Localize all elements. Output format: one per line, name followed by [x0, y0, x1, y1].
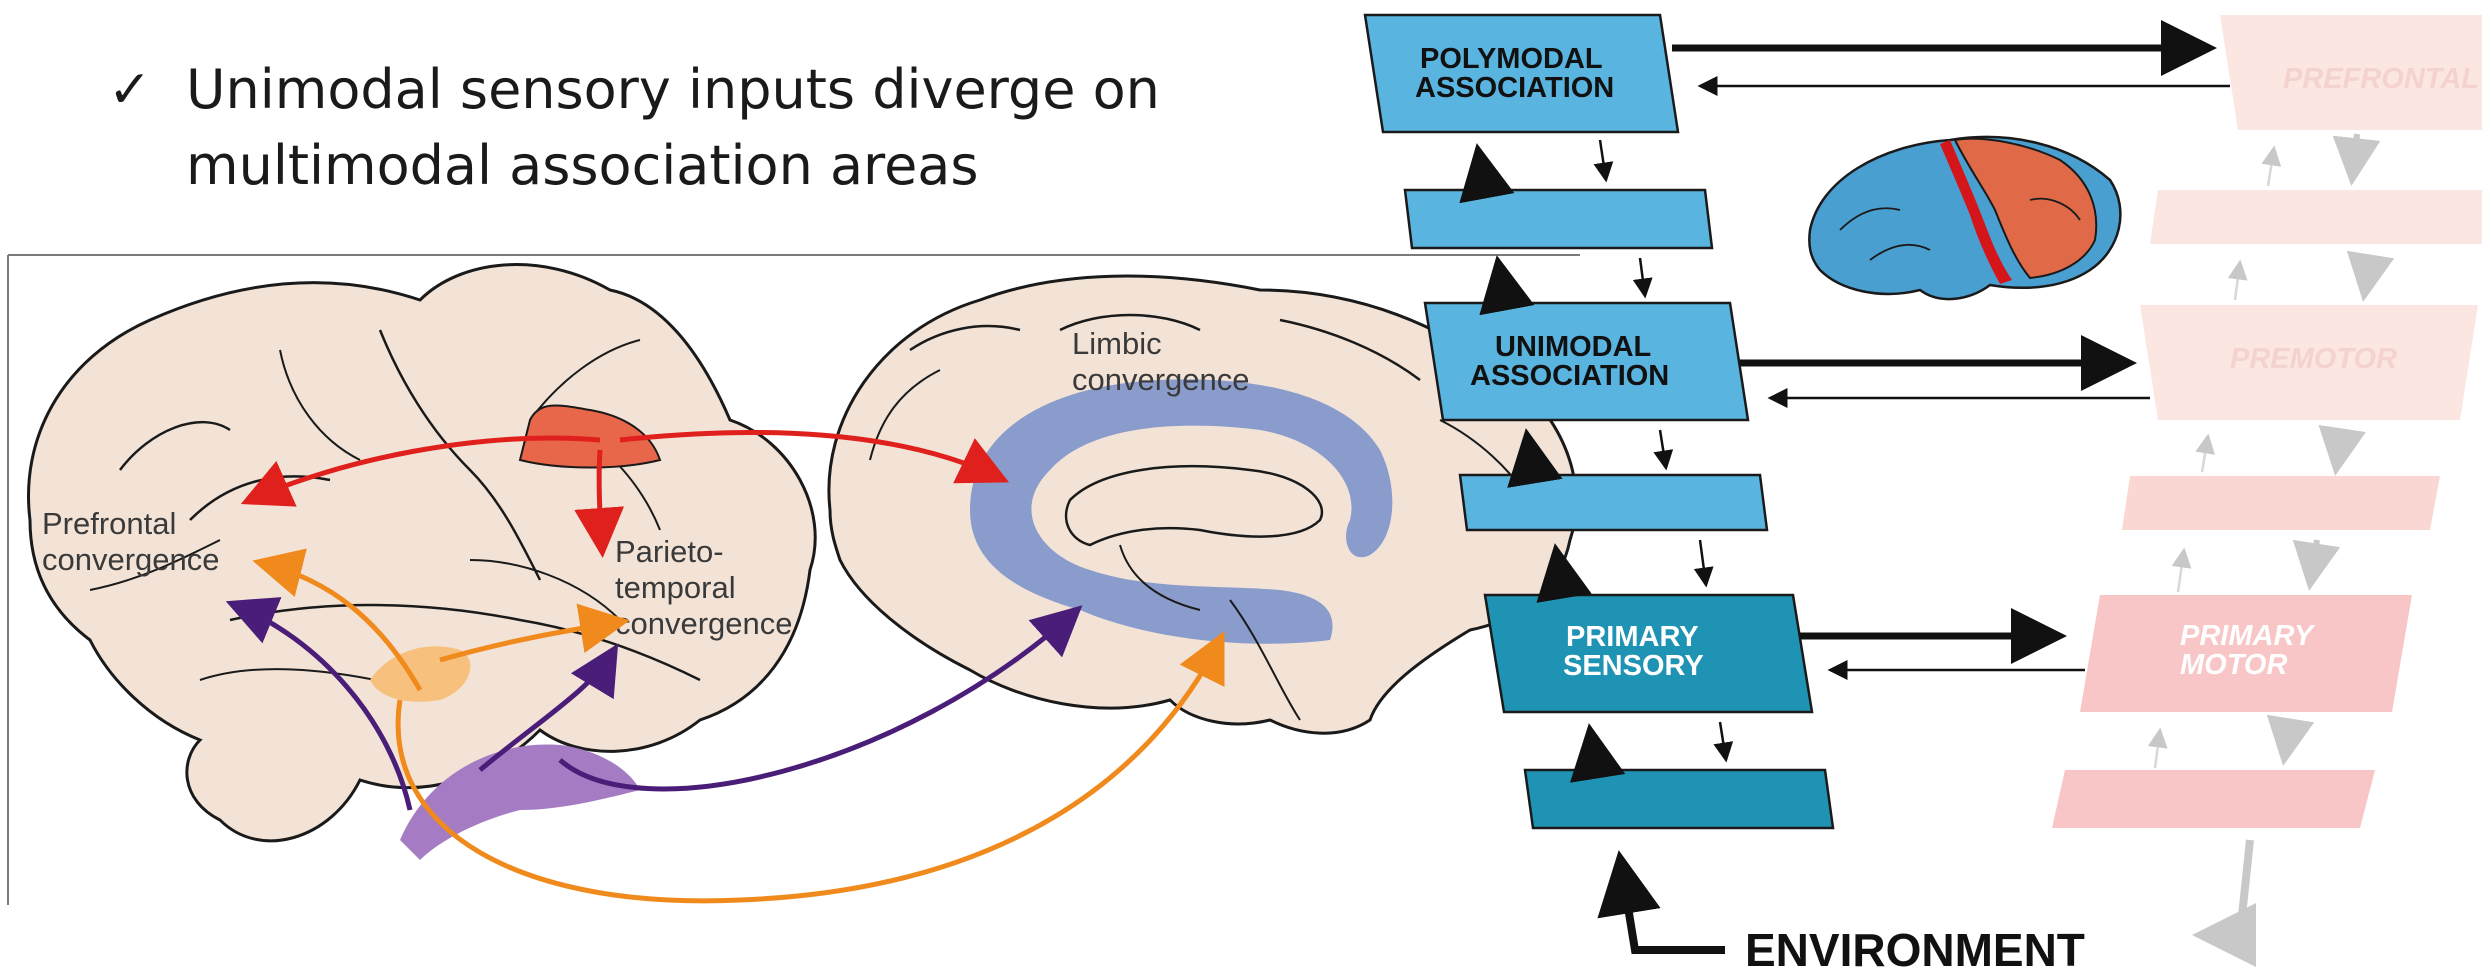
motor-hierarchy: PREFRONTAL PREMOTOR PRIMARY MOTOR [2052, 15, 2482, 828]
environment-to-sensory-arrow [1620, 858, 1725, 950]
prefrontal-label: PREFRONTAL [2283, 63, 2479, 95]
primary-motor-label-line1: PRIMARY [2180, 620, 2316, 652]
motor-connector-box-2 [2122, 476, 2440, 530]
primary-connector-box [1525, 770, 1833, 828]
motor-connector-box-3 [2052, 770, 2375, 828]
unimodal-label-line1: UNIMODAL [1495, 331, 1651, 363]
primary-motor-label-line2: MOTOR [2180, 649, 2287, 681]
polymodal-label-line1: POLYMODAL [1420, 43, 1603, 75]
unimodal-connector-box-bottom [1460, 475, 1767, 530]
primary-sensory-label-line1: PRIMARY [1566, 621, 1699, 653]
label-prefrontal-line2: convergence [42, 542, 220, 577]
premotor-label: PREMOTOR [2230, 343, 2397, 375]
label-parietotemporal-line2: temporal [615, 570, 736, 605]
environment-loop: ENVIRONMENT [1620, 840, 2250, 973]
unimodal-connector-box-top [1405, 190, 1712, 248]
environment-label: ENVIRONMENT [1745, 924, 2085, 973]
label-parietotemporal-line3: convergence [615, 606, 793, 641]
inset-brain-icon [1809, 137, 2120, 299]
primary-sensory-label-line2: SENSORY [1563, 650, 1704, 682]
unimodal-label-line2: ASSOCIATION [1470, 360, 1669, 392]
label-prefrontal-line1: Prefrontal [42, 506, 176, 541]
label-limbic-line2: convergence [1072, 362, 1250, 397]
label-parietotemporal-line1: Parieto- [615, 534, 724, 569]
red-arrow-to-parietotemporal [599, 450, 602, 548]
label-limbic-line1: Limbic [1072, 326, 1162, 361]
motor-connector-box-1 [2150, 190, 2482, 244]
motor-to-environment-arrow [2200, 840, 2250, 935]
polymodal-label-line2: ASSOCIATION [1415, 72, 1614, 104]
